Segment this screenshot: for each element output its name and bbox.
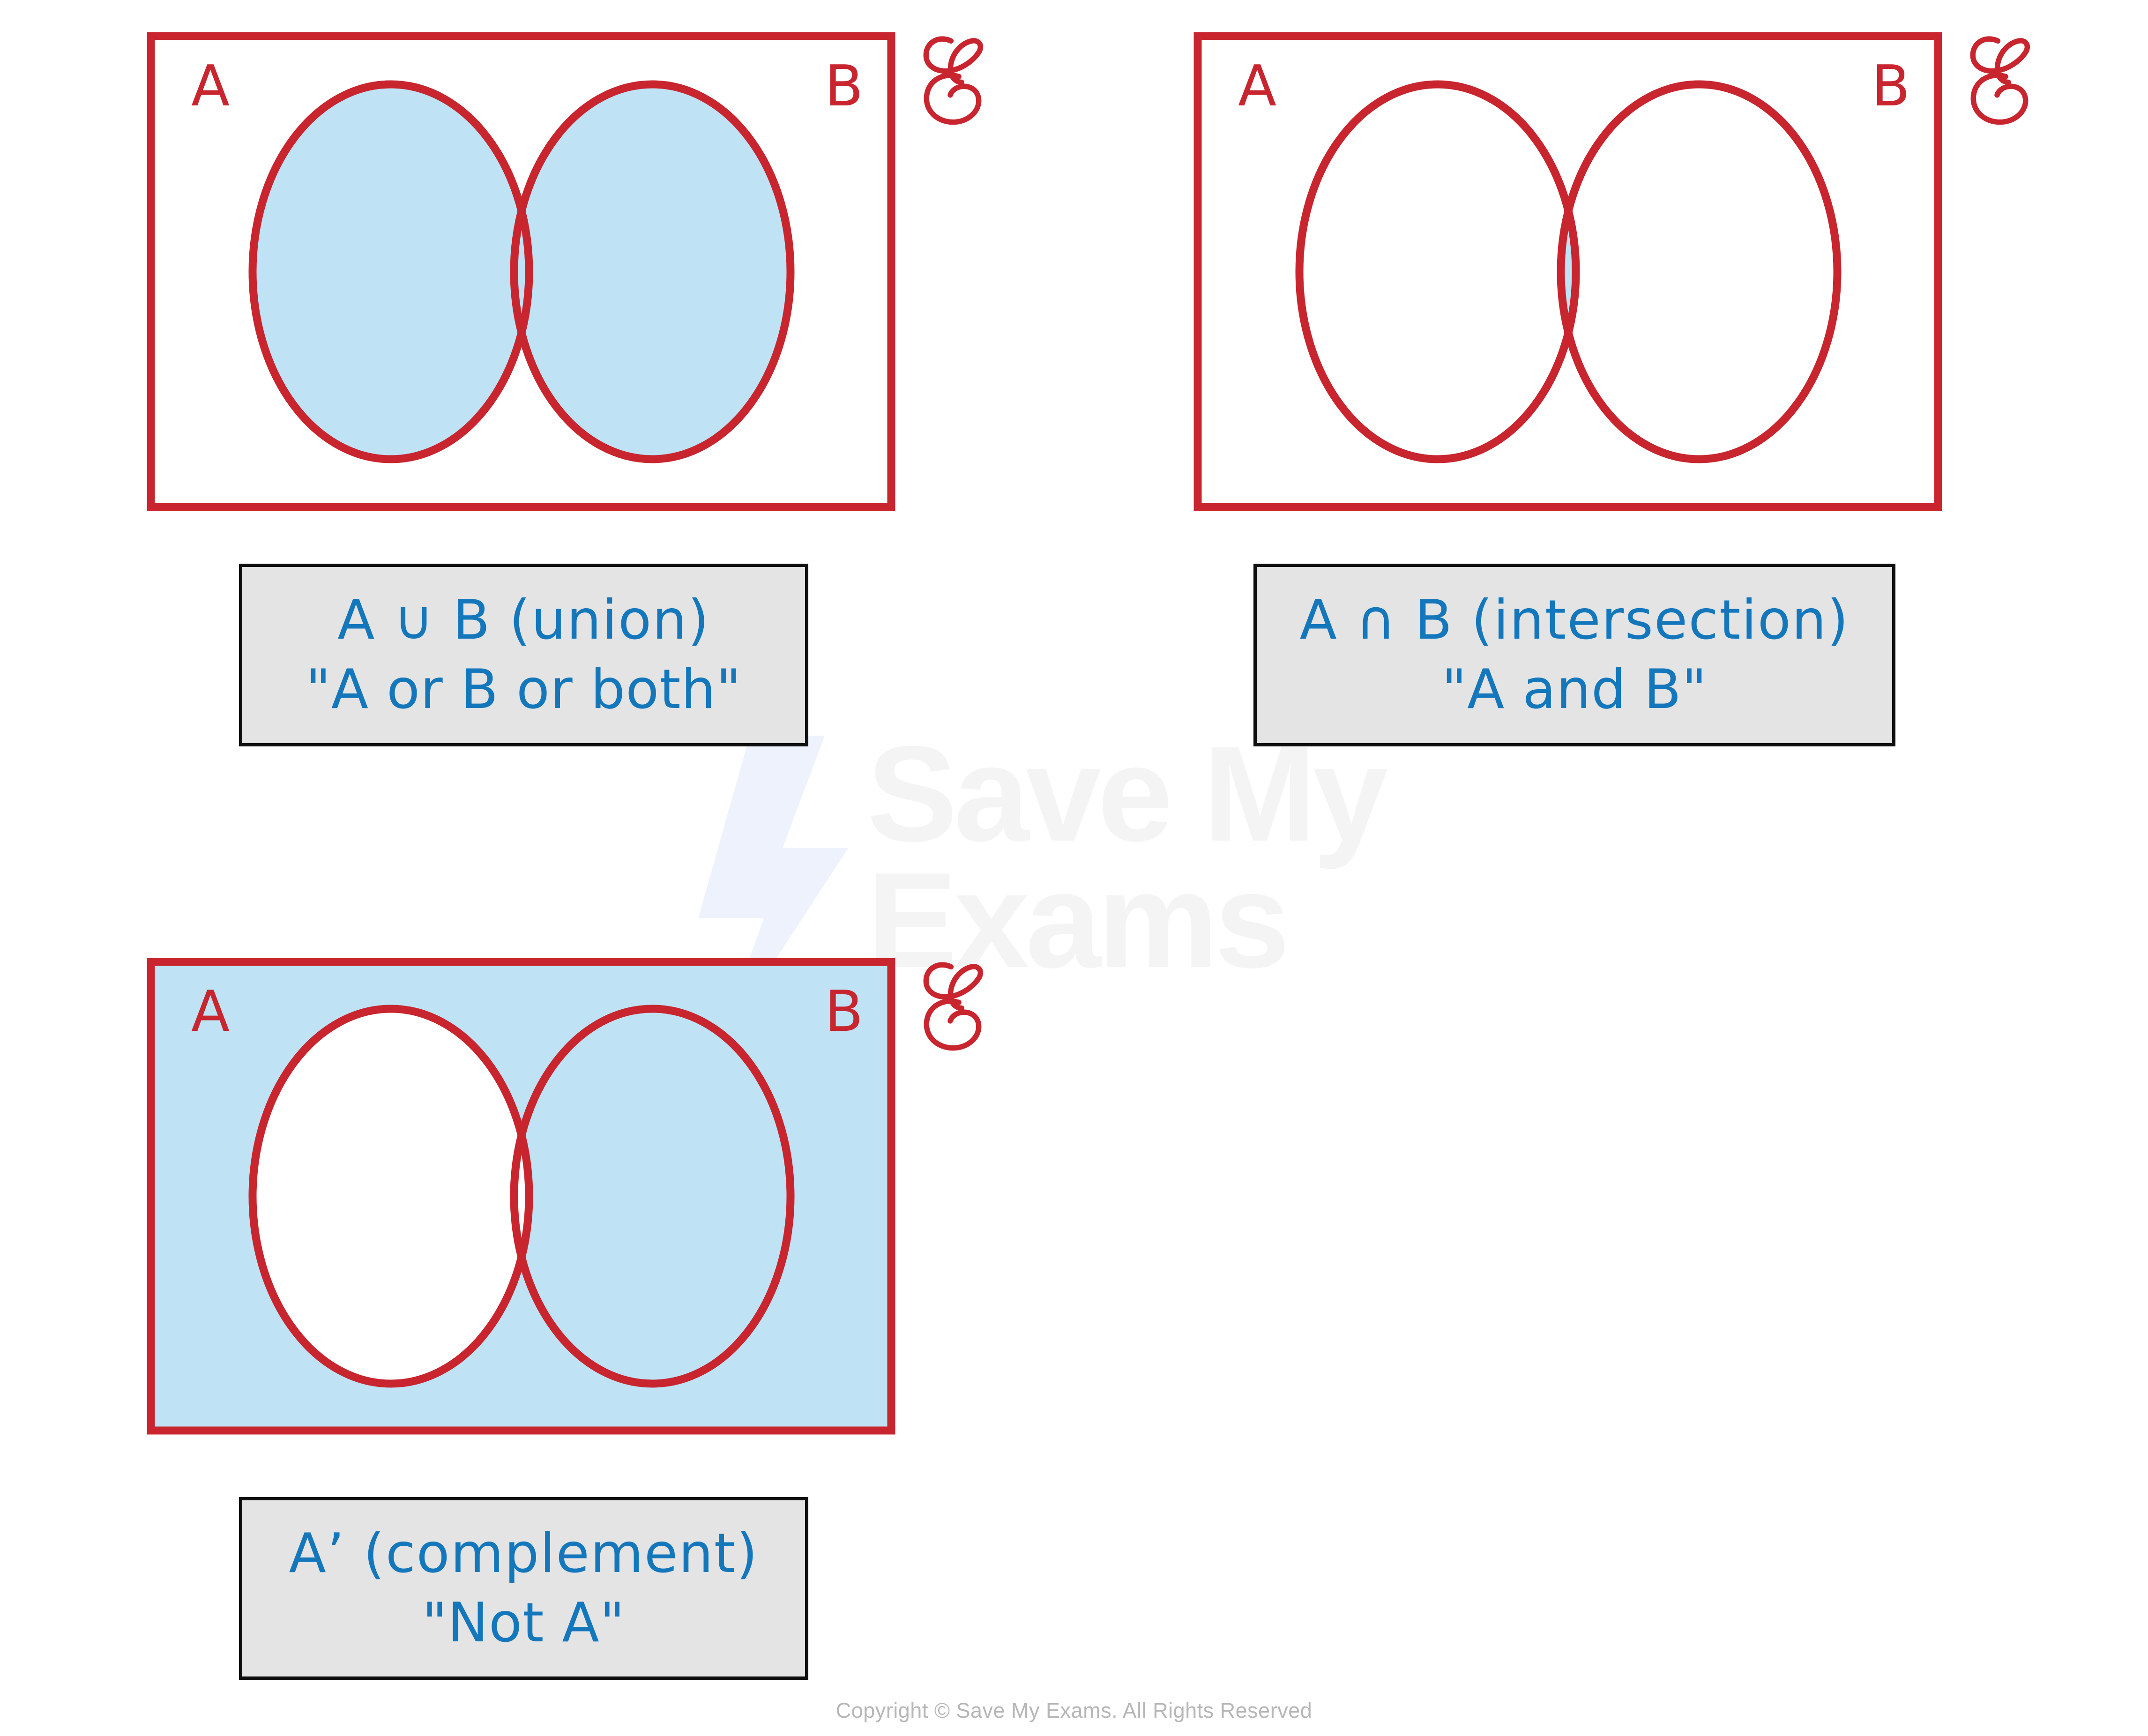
set-b-label: B	[825, 979, 863, 1044]
set-a-label: A	[191, 54, 230, 119]
set-b-label: B	[1872, 54, 1910, 119]
venn-diagram-complement: A B	[147, 958, 984, 1435]
venn-diagram-intersection: A B	[1193, 32, 2030, 511]
label-intersection-notation: A ∩ B (intersection)	[1299, 588, 1850, 652]
set-a-label: A	[191, 979, 230, 1044]
label-box-complement: A’ (complement) "Not A"	[239, 1497, 808, 1680]
venn-diagram-union: A B	[147, 32, 984, 511]
universal-set-symbol	[923, 36, 984, 125]
circle-b-outline	[510, 1005, 795, 1388]
set-a-label: A	[1238, 54, 1276, 119]
label-complement-description: "Not A"	[422, 1591, 626, 1654]
label-complement-notation: A’ (complement)	[289, 1521, 759, 1585]
circle-a-outline	[248, 1005, 533, 1388]
circle-b-outline	[1557, 80, 1842, 463]
label-union-description: "A or B or both"	[306, 658, 742, 721]
label-box-intersection: A ∩ B (intersection) "A and B"	[1253, 564, 1895, 746]
label-intersection-description: "A and B"	[1441, 658, 1708, 721]
shaded-region-circle-a	[253, 84, 529, 459]
footer-copyright: Copyright © Save My Exams. All Rights Re…	[835, 1699, 1313, 1722]
universal-set-symbol	[923, 962, 984, 1051]
shaded-region-circle-b	[514, 84, 791, 459]
circle-b-outline	[510, 80, 795, 463]
circle-a-outline	[1295, 80, 1580, 463]
label-box-union: A ∪ B (union) "A or B or both"	[239, 564, 808, 746]
universal-set-symbol	[1970, 36, 2030, 125]
circle-a-outline	[248, 80, 533, 463]
set-b-label: B	[825, 54, 863, 119]
unshaded-region-circle-a	[253, 1009, 529, 1384]
label-union-notation: A ∪ B (union)	[337, 588, 710, 652]
